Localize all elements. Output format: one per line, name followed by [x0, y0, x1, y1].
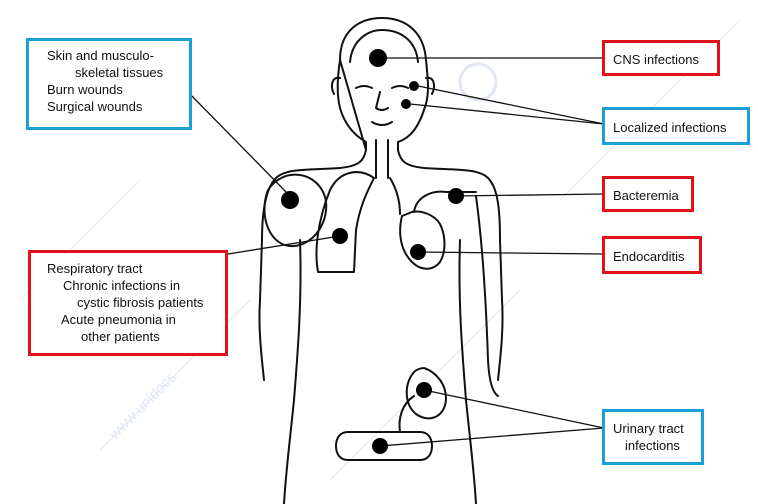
label-skin-line-1: Skin and musculo-	[37, 47, 181, 64]
label-skin-line-3: Burn wounds	[37, 81, 181, 98]
connector-endocarditis	[418, 252, 604, 254]
label-cns-text: CNS infections	[613, 51, 709, 68]
torso-left	[284, 240, 301, 504]
dot-kidney	[416, 382, 432, 398]
label-skin-line-4: Surgical wounds	[37, 98, 181, 115]
label-urinary-line-1: Urinary tract	[613, 420, 693, 437]
label-cns: CNS infections	[602, 40, 720, 76]
body-outline	[259, 18, 502, 504]
label-skin: Skin and musculo- skeletal tissues Burn …	[26, 38, 192, 130]
torso-right	[459, 240, 476, 504]
dot-localized-ear	[401, 99, 411, 109]
aorta	[414, 192, 476, 212]
trachea	[376, 140, 388, 178]
label-respiratory-line-1: Respiratory tract	[37, 260, 219, 277]
label-bacteremia-text: Bacteremia	[613, 187, 683, 204]
dot-respiratory	[332, 228, 348, 244]
dot-bacteremia	[448, 188, 464, 204]
label-bacteremia: Bacteremia	[602, 176, 694, 212]
connector-urinary-1	[424, 390, 604, 428]
left-eye	[356, 86, 372, 88]
ureter	[400, 396, 414, 432]
watermark-logo	[460, 64, 496, 100]
label-endocarditis: Endocarditis	[602, 236, 702, 274]
connector-urinary-2	[380, 428, 604, 446]
label-respiratory-line-2: Chronic infections in	[37, 277, 219, 294]
dot-localized-eye	[409, 81, 419, 91]
right-arm-inner	[476, 196, 498, 396]
dot-endocarditis	[410, 244, 426, 260]
right-eye	[392, 86, 408, 88]
label-respiratory: Respiratory tract Chronic infections in …	[28, 250, 228, 356]
dot-cns	[369, 49, 387, 67]
connector-skin	[186, 90, 290, 196]
left-lung	[317, 172, 375, 272]
label-respiratory-line-5: other patients	[37, 328, 219, 345]
label-urinary-line-2: infections	[613, 437, 693, 454]
dot-bladder	[372, 438, 388, 454]
mouth	[372, 122, 392, 125]
connector-localized-1	[418, 86, 604, 124]
label-endocarditis-text: Endocarditis	[613, 248, 691, 265]
label-respiratory-line-3: cystic fibrosis patients	[37, 294, 219, 311]
heart	[400, 212, 444, 269]
left-shoulder	[259, 150, 366, 380]
label-localized: Localized infections	[602, 107, 750, 145]
dot-skin	[281, 191, 299, 209]
nose	[376, 92, 388, 110]
label-localized-text: Localized infections	[613, 119, 739, 136]
label-respiratory-line-4: Acute pneumonia in	[37, 311, 219, 328]
label-skin-line-2: skeletal tissues	[37, 64, 181, 81]
watermark-text: www.unidocs.	[105, 366, 183, 444]
connector-localized-2	[410, 104, 604, 124]
label-urinary: Urinary tract infections	[602, 409, 704, 465]
connector-lines	[166, 58, 604, 446]
right-lung-bronchus	[390, 178, 400, 214]
connector-bacteremia	[456, 194, 604, 196]
